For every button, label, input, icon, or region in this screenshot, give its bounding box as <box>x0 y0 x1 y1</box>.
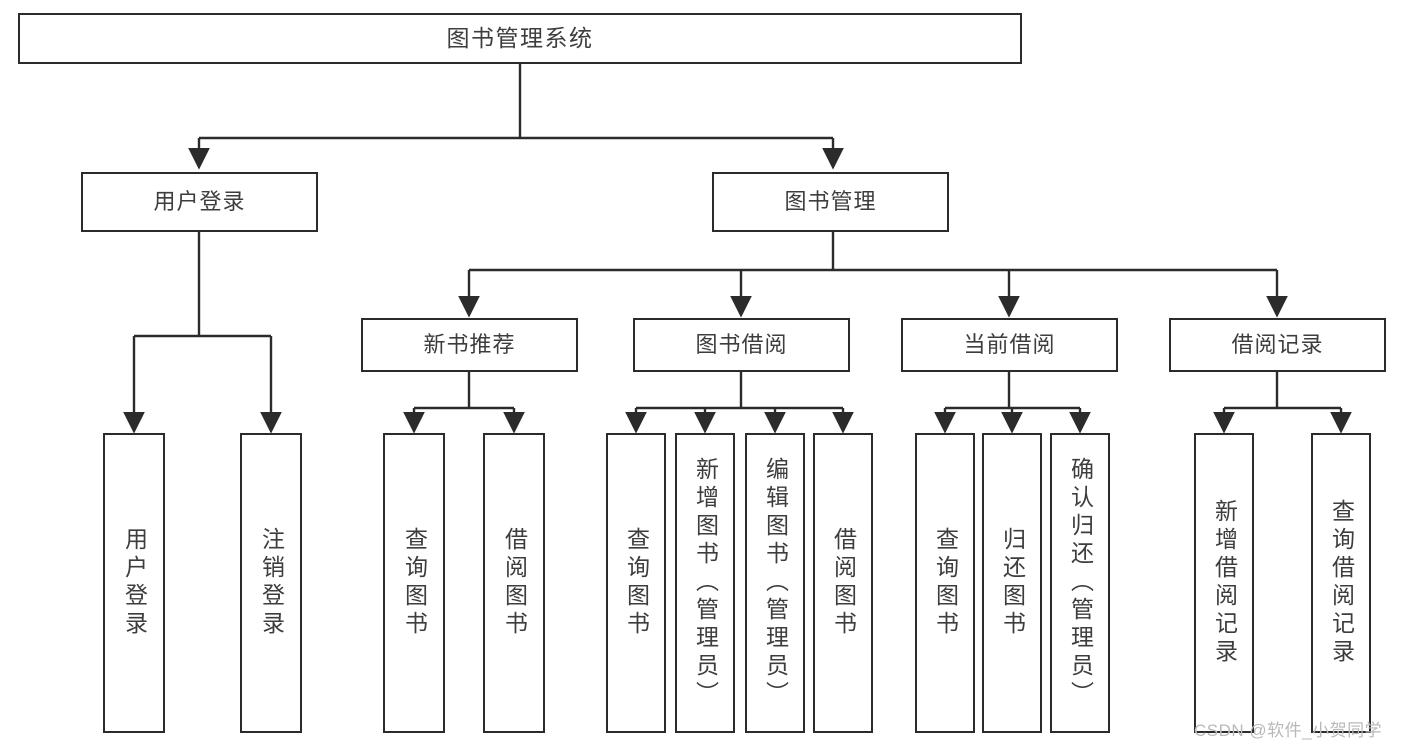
node-book-manage[interactable]: 图书管理 <box>712 172 949 232</box>
leaf-add-book[interactable]: 新增图书（管理员） <box>675 433 735 733</box>
leaf-add-borrow-record-label: 新增借阅记录 <box>1211 499 1238 667</box>
leaf-edit-book[interactable]: 编辑图书（管理员） <box>745 433 805 733</box>
leaf-add-book-label: 新增图书（管理员） <box>692 457 719 709</box>
node-current-borrow-label: 当前借阅 <box>963 332 1056 358</box>
leaf-query-book-3[interactable]: 查询图书 <box>915 433 975 733</box>
leaf-add-borrow-record[interactable]: 新增借阅记录 <box>1194 433 1254 733</box>
node-borrow-record-label: 借阅记录 <box>1231 332 1324 358</box>
node-current-borrow[interactable]: 当前借阅 <box>901 318 1118 372</box>
node-new-book-recommend[interactable]: 新书推荐 <box>361 318 578 372</box>
node-user-login-label: 用户登录 <box>153 189 246 215</box>
leaf-query-book-3-label: 查询图书 <box>932 527 959 639</box>
leaf-user-login-label: 用户登录 <box>121 527 148 639</box>
node-book-manage-label: 图书管理 <box>784 189 877 215</box>
leaf-query-book-1-label: 查询图书 <box>401 527 428 639</box>
leaf-borrow-book-2-label: 借阅图书 <box>830 527 857 639</box>
csdn-watermark: CSDN @软件_小贺同学 <box>1194 721 1383 740</box>
leaf-return-book-label: 归还图书 <box>999 527 1026 639</box>
leaf-query-book-1[interactable]: 查询图书 <box>383 433 445 733</box>
leaf-borrow-book-1-label: 借阅图书 <box>501 527 528 639</box>
node-user-login[interactable]: 用户登录 <box>81 172 318 232</box>
leaf-edit-book-label: 编辑图书（管理员） <box>762 457 789 709</box>
leaf-query-borrow-record-label: 查询借阅记录 <box>1328 499 1355 667</box>
node-new-book-recommend-label: 新书推荐 <box>423 332 516 358</box>
leaf-logout[interactable]: 注销登录 <box>240 433 302 733</box>
leaf-confirm-return[interactable]: 确认归还（管理员） <box>1050 433 1110 733</box>
leaf-borrow-book-2[interactable]: 借阅图书 <box>813 433 873 733</box>
leaf-query-book-2[interactable]: 查询图书 <box>606 433 666 733</box>
leaf-user-login[interactable]: 用户登录 <box>103 433 165 733</box>
node-root[interactable]: 图书管理系统 <box>18 13 1022 64</box>
leaf-logout-label: 注销登录 <box>258 527 285 639</box>
node-book-borrow[interactable]: 图书借阅 <box>633 318 850 372</box>
leaf-confirm-return-label: 确认归还（管理员） <box>1067 457 1094 709</box>
leaf-borrow-book-1[interactable]: 借阅图书 <box>483 433 545 733</box>
node-borrow-record[interactable]: 借阅记录 <box>1169 318 1386 372</box>
leaf-query-book-2-label: 查询图书 <box>623 527 650 639</box>
node-book-borrow-label: 图书借阅 <box>695 332 788 358</box>
node-root-label: 图书管理系统 <box>446 25 594 52</box>
leaf-query-borrow-record[interactable]: 查询借阅记录 <box>1311 433 1371 733</box>
leaf-return-book[interactable]: 归还图书 <box>982 433 1042 733</box>
